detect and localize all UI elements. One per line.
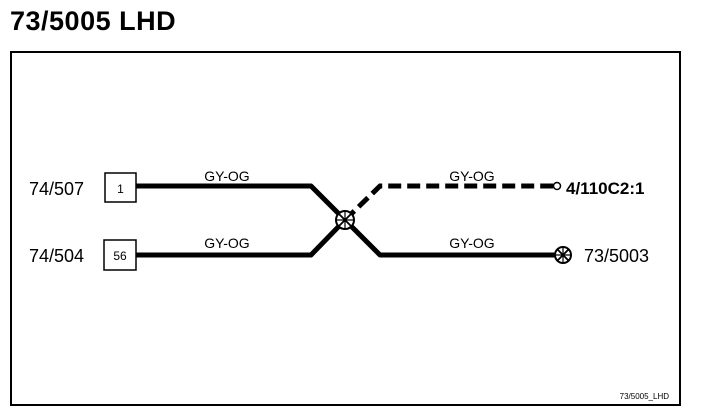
- splice-icon[interactable]: [335, 210, 355, 230]
- connector-74-504-box[interactable]: [103, 239, 137, 271]
- wire-splice-to-73-5003[interactable]: [343, 218, 555, 258]
- wire-74-504-to-splice[interactable]: [136, 218, 347, 258]
- wire-splice-to-4-110c2[interactable]: [343, 183, 555, 222]
- ground-splice-icon[interactable]: [554, 246, 572, 264]
- diagram-title: 73/5005 LHD: [10, 6, 177, 36]
- wire-label-bottom-left: GY-OG: [204, 235, 249, 251]
- diagram-frame: [10, 51, 681, 406]
- connector-74-504-pin: 56: [113, 249, 127, 263]
- footer-reference: 73/5005_LHD: [620, 392, 670, 401]
- destination-73-5003-label: 73/5003: [584, 246, 649, 266]
- destination-4-110c2-label: 4/110C2:1: [566, 179, 644, 198]
- wire-label-top-right: GY-OG: [449, 168, 494, 184]
- wire-label-top-left: GY-OG: [204, 168, 249, 184]
- wire-label-bottom-right: GY-OG: [449, 235, 494, 251]
- wire-74-507-to-splice[interactable]: [136, 183, 347, 222]
- open-terminal-icon[interactable]: [552, 181, 562, 191]
- connector-74-504-label: 74/504: [29, 246, 84, 266]
- connector-74-507-box[interactable]: [104, 172, 137, 203]
- connector-74-507-pin: 1: [117, 182, 124, 196]
- connector-74-507-label: 74/507: [29, 179, 84, 199]
